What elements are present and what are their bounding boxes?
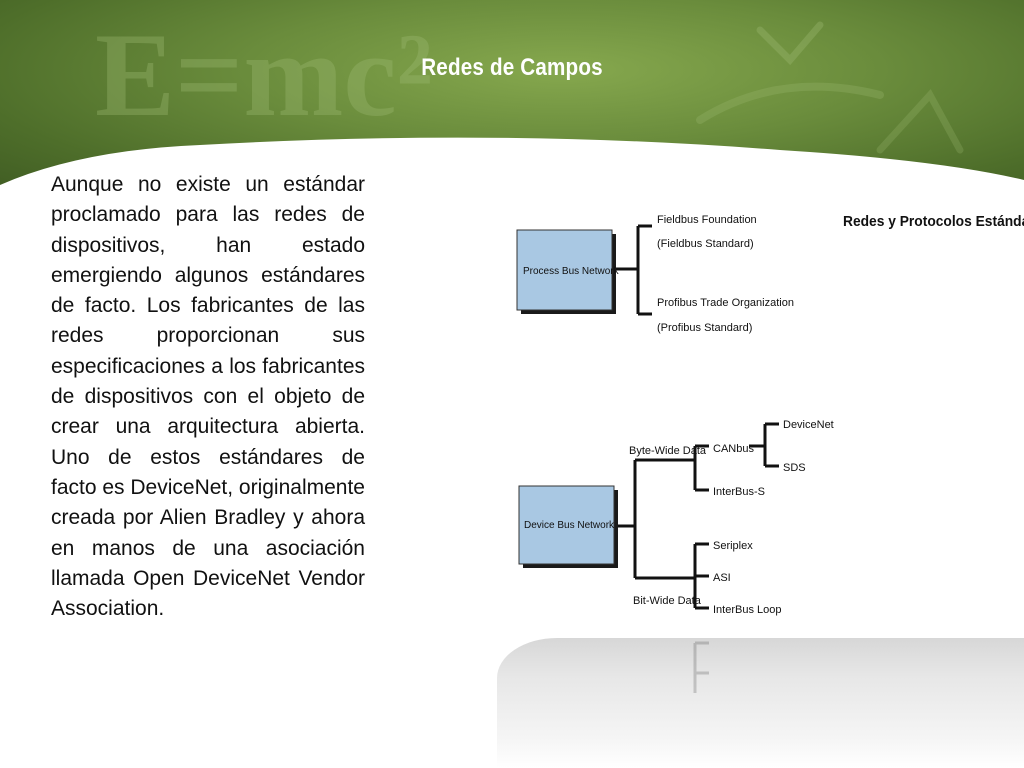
sds-label: SDS bbox=[783, 462, 806, 474]
fieldbus-standard-label: (Fieldbus Standard) bbox=[657, 238, 754, 250]
interbus-loop-label: InterBus Loop bbox=[713, 604, 782, 616]
diagram-heading: Redes y Protocolos Estándar bbox=[843, 214, 1024, 231]
bit-wide-label: Bit-Wide Data bbox=[633, 595, 702, 607]
network-diagram: Redes y Protocolos Estándar Process Bus … bbox=[497, 190, 1024, 635]
chalk-mark bbox=[756, 21, 824, 66]
byte-wide-label: Byte-Wide Data bbox=[629, 445, 707, 457]
interbus-s-label: InterBus-S bbox=[713, 486, 765, 498]
chalk-mark bbox=[876, 89, 964, 154]
slide-title: Redes de Campos bbox=[421, 54, 603, 81]
device-bus-box bbox=[518, 485, 615, 565]
diagram-reflection bbox=[497, 638, 1024, 768]
reflection-svg bbox=[693, 641, 709, 693]
header-band: E=mc² bbox=[0, 0, 1024, 200]
chalk-formula: E=mc² bbox=[95, 8, 433, 141]
profibus-standard-label: (Profibus Standard) bbox=[657, 322, 752, 334]
profibus-trade-label: Profibus Trade Organization bbox=[657, 297, 794, 309]
diagram-svg: Redes y Protocolos Estándar Process Bus … bbox=[516, 214, 1024, 616]
header-curve bbox=[0, 137, 1024, 200]
devicenet-label: DeviceNet bbox=[783, 419, 834, 431]
process-bus-label: Process Bus Network bbox=[523, 266, 620, 277]
fieldbus-foundation-label: Fieldbus Foundation bbox=[657, 214, 757, 226]
chalk-mark bbox=[696, 82, 884, 124]
asi-label: ASI bbox=[713, 572, 731, 584]
seriplex-label: Seriplex bbox=[713, 540, 753, 552]
process-bus-box bbox=[516, 229, 613, 311]
body-paragraph: Aunque no existe un estándar proclamado … bbox=[51, 173, 365, 621]
chalkboard-background: E=mc² bbox=[0, 8, 1024, 200]
canbus-label: CANbus bbox=[713, 443, 754, 455]
device-bus-label: Device Bus Network bbox=[524, 520, 615, 531]
